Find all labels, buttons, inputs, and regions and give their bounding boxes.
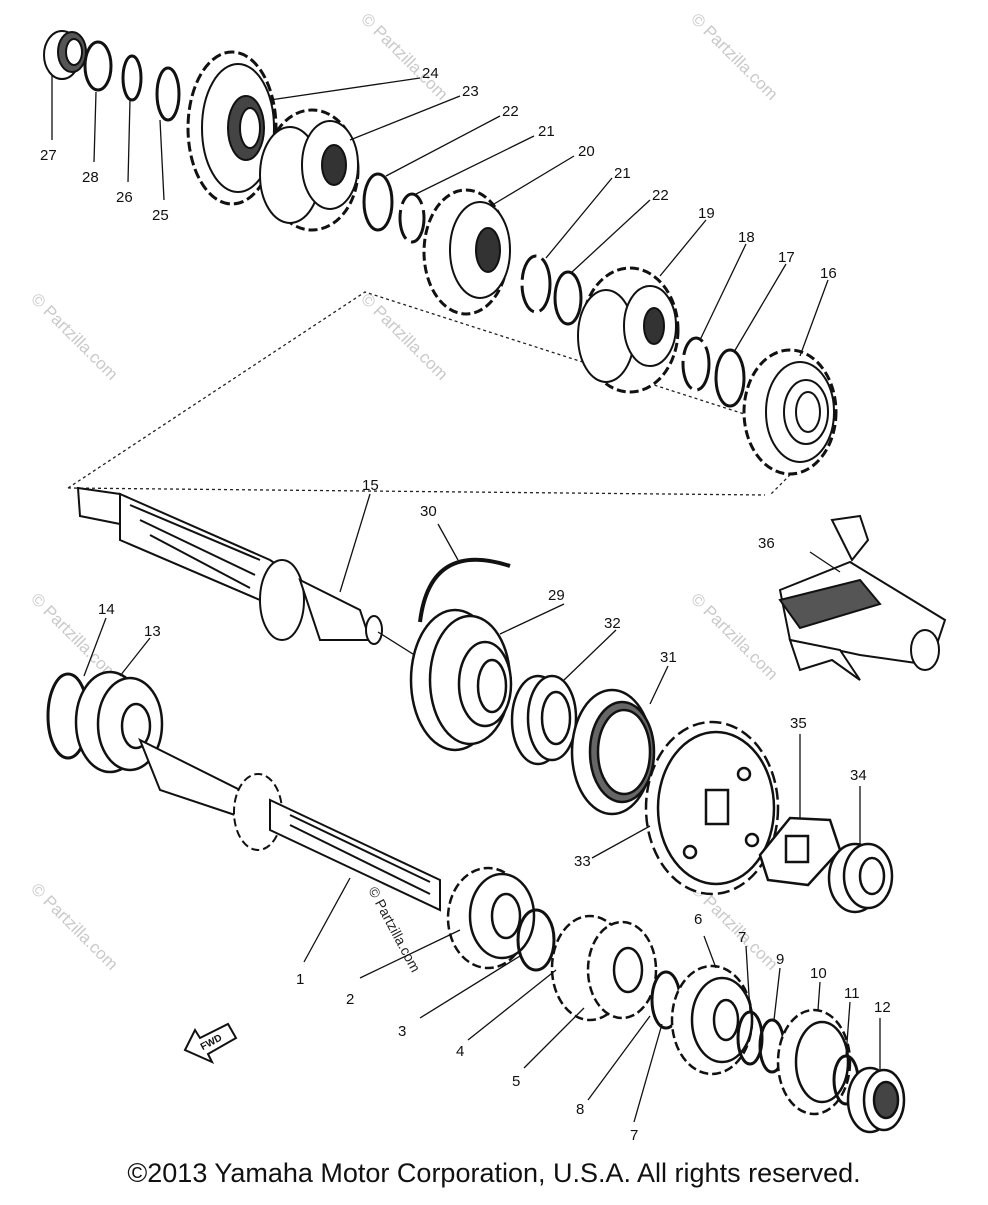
bushing-27 bbox=[43, 30, 87, 80]
callout-27: 27 bbox=[40, 147, 57, 164]
lock-washer-35 bbox=[758, 816, 842, 887]
circlip-30 bbox=[418, 557, 511, 623]
exploded-group-outline bbox=[67, 291, 827, 496]
oil-seal-31 bbox=[570, 688, 656, 816]
sprocket-33 bbox=[644, 720, 780, 896]
bushing-12 bbox=[846, 1066, 906, 1134]
circlip-21a bbox=[398, 192, 426, 244]
callout-26: 26 bbox=[116, 189, 133, 206]
callout-20: 20 bbox=[578, 143, 595, 160]
callout-11: 11 bbox=[844, 985, 860, 1002]
callout-2: 2 bbox=[346, 991, 354, 1008]
bearing-13 bbox=[74, 670, 164, 774]
bearing-29 bbox=[409, 608, 513, 752]
callout-18: 18 bbox=[738, 229, 755, 246]
callout-1: 1 bbox=[296, 971, 304, 988]
gear-5 bbox=[550, 914, 658, 1022]
callout-5: 5 bbox=[512, 1073, 520, 1090]
leader-lines bbox=[51, 76, 881, 1123]
nut-34 bbox=[827, 842, 894, 914]
callout-21b: 21 bbox=[614, 165, 631, 182]
gear-20 bbox=[422, 188, 511, 316]
callout-15: 15 bbox=[362, 477, 379, 494]
gear-24 bbox=[186, 50, 278, 206]
callout-6: 6 bbox=[694, 911, 702, 928]
callout-31: 31 bbox=[660, 649, 677, 666]
callout-10: 10 bbox=[810, 965, 827, 982]
callout-32: 32 bbox=[604, 615, 621, 632]
watermark: © Partzilla.com bbox=[687, 589, 781, 683]
callout-34: 34 bbox=[850, 767, 867, 784]
drive-axle-1 bbox=[138, 737, 441, 912]
callout-22b: 22 bbox=[652, 187, 669, 204]
watermark: © Partzilla.com bbox=[357, 289, 451, 383]
gear-2 bbox=[446, 866, 536, 970]
callout-29: 29 bbox=[548, 587, 565, 604]
gear-16 bbox=[742, 348, 838, 476]
callout-17: 17 bbox=[778, 249, 795, 266]
fwd-arrow-icon: FWD bbox=[183, 1022, 238, 1065]
washer-17 bbox=[714, 348, 746, 408]
circlip-18 bbox=[681, 336, 711, 392]
callout-23: 23 bbox=[462, 83, 479, 100]
shaft-15 bbox=[76, 486, 471, 691]
washer-28 bbox=[83, 40, 113, 92]
callout-labels: 27 28 26 25 24 23 22 21 20 21 22 19 18 1… bbox=[40, 65, 891, 1144]
callout-4: 4 bbox=[456, 1043, 464, 1060]
circlip-21b bbox=[520, 254, 552, 314]
copyright-notice: ©2013 Yamaha Motor Corporation, U.S.A. A… bbox=[127, 1158, 861, 1188]
callout-12: 12 bbox=[874, 999, 891, 1016]
callout-24: 24 bbox=[422, 65, 439, 82]
callout-35: 35 bbox=[790, 715, 807, 732]
circlip-26 bbox=[121, 54, 143, 102]
washer-25 bbox=[155, 66, 181, 122]
callout-16: 16 bbox=[820, 265, 837, 282]
callout-33: 33 bbox=[574, 853, 591, 870]
gear-23 bbox=[259, 108, 360, 232]
callout-25: 25 bbox=[152, 207, 169, 224]
washer-22b bbox=[553, 270, 583, 326]
callout-22: 22 bbox=[502, 103, 519, 120]
callout-7b: 7 bbox=[630, 1127, 638, 1144]
callout-14: 14 bbox=[98, 601, 115, 618]
gear-19 bbox=[577, 266, 680, 394]
callout-3: 3 bbox=[398, 1023, 406, 1040]
callout-21: 21 bbox=[538, 123, 555, 140]
washer-22a bbox=[362, 172, 394, 232]
callout-30: 30 bbox=[420, 503, 437, 520]
watermark: © Partzilla.com bbox=[357, 9, 451, 103]
watermark: © Partzilla.com bbox=[687, 9, 781, 103]
upper-gear-row bbox=[43, 30, 838, 476]
callout-36: 36 bbox=[758, 535, 775, 552]
collar-32 bbox=[510, 674, 578, 766]
callout-19: 19 bbox=[698, 205, 715, 222]
washer-3 bbox=[516, 908, 556, 972]
watermark: © Partzilla.com bbox=[27, 879, 121, 973]
callout-13: 13 bbox=[144, 623, 161, 640]
watermark: © Partzilla.com bbox=[27, 289, 121, 383]
callout-8: 8 bbox=[576, 1101, 584, 1118]
callout-9: 9 bbox=[776, 951, 784, 968]
callout-7a: 7 bbox=[738, 929, 746, 946]
callout-28: 28 bbox=[82, 169, 99, 186]
lock-plate-36 bbox=[778, 514, 947, 681]
